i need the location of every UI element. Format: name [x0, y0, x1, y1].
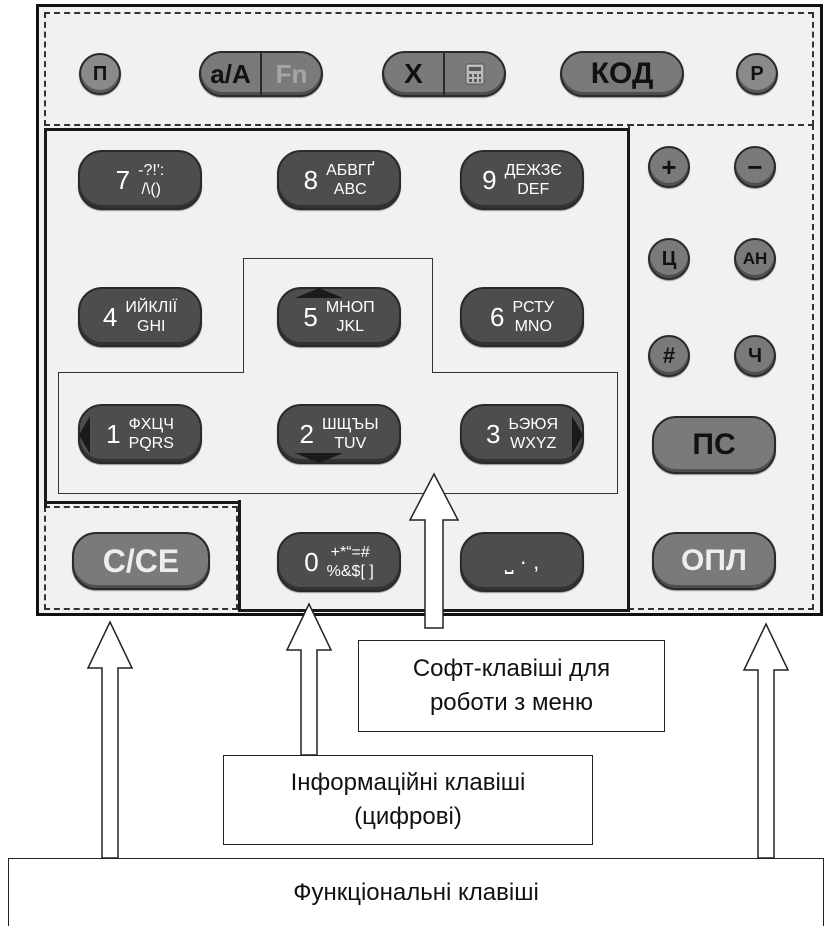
- arrow-soft-keys: [408, 472, 460, 629]
- case-key-label: а/А: [210, 58, 251, 89]
- ps-key[interactable]: ПС: [652, 416, 776, 474]
- minus-key[interactable]: −: [734, 146, 776, 188]
- key-4[interactable]: 4 ИЙКЛІЇ GHI: [78, 287, 202, 347]
- soft-keys-label-line1: Софт-клавіші для: [412, 655, 611, 682]
- key-9[interactable]: 9 ДЕЖЗЄ DEF: [460, 150, 584, 210]
- left-arrow-icon: [79, 416, 90, 454]
- fn-key-label: Fn: [275, 58, 308, 89]
- minus-key-label: −: [747, 151, 763, 182]
- key-2[interactable]: 2 ШЩЪЫ TUV: [277, 404, 401, 464]
- key-9-digit: 9: [482, 164, 497, 195]
- key-3-digit: 3: [485, 418, 501, 449]
- key-0-line2: %&$[ ]: [326, 563, 374, 580]
- key-0-line1: +*“=#: [330, 544, 370, 561]
- key-3-line2: WXYZ: [510, 435, 557, 452]
- an-key[interactable]: АН: [734, 238, 776, 280]
- key-1-digit: 1: [106, 418, 121, 449]
- soft-keys-region-mask: [244, 371, 432, 374]
- info-keys-label-line2: (цифрові): [354, 803, 462, 830]
- up-arrow-icon: [295, 288, 343, 298]
- p-key-label: П: [92, 62, 108, 85]
- hash-key[interactable]: #: [648, 335, 690, 377]
- cce-key-label: С/СЕ: [102, 542, 180, 579]
- x-key-label: Х: [404, 58, 423, 89]
- info-keys-label-line1: Інформаційні клавіші: [290, 769, 526, 796]
- kod-key-label: КОД: [590, 57, 654, 90]
- functional-keys-label-text: Функціональні клавіші: [293, 878, 539, 906]
- key-4-line1: ИЙКЛІЇ: [125, 299, 178, 316]
- key-1-line2: PQRS: [128, 435, 174, 452]
- key-5[interactable]: 5 МНОП JKL: [277, 287, 401, 347]
- key-7-line2: /\(): [141, 181, 161, 198]
- calculator-icon: [445, 63, 504, 85]
- ps-key-label: ПС: [692, 428, 736, 461]
- ts-key-label: Ц: [661, 247, 677, 270]
- kod-key[interactable]: КОД: [560, 51, 684, 97]
- hash-key-label: #: [662, 343, 676, 368]
- key-9-line1: ДЕЖЗЄ: [504, 162, 562, 179]
- key-2-line1: ШЩЪЫ: [321, 416, 379, 433]
- down-arrow-icon: [295, 453, 343, 463]
- key-2-digit: 2: [299, 418, 314, 449]
- key-0-digit: 0: [304, 546, 319, 577]
- arrow-right-function: [742, 622, 790, 859]
- cce-key[interactable]: С/СЕ: [72, 532, 210, 590]
- key-6[interactable]: 6 РСТУ MNO: [460, 287, 584, 347]
- key-8-digit: 8: [303, 164, 319, 195]
- opl-key[interactable]: ОПЛ: [652, 532, 776, 590]
- key-8[interactable]: 8 АБВГҐ ABC: [277, 150, 401, 210]
- opl-key-label: ОПЛ: [681, 544, 747, 577]
- key-7-line1: -?!':: [138, 162, 165, 179]
- x-calc-key[interactable]: Х: [382, 51, 506, 97]
- case-fn-divider: [260, 53, 262, 95]
- key-5-line2: JKL: [336, 318, 365, 335]
- key-1[interactable]: 1 ФХЦЧ PQRS: [78, 404, 202, 464]
- key-7-digit: 7: [115, 164, 131, 195]
- key-4-line2: GHI: [137, 318, 166, 335]
- soft-keys-label: Софт-клавіші для роботи з меню: [358, 640, 665, 732]
- p-key[interactable]: П: [79, 53, 121, 95]
- plus-key-label: +: [661, 151, 677, 182]
- space-key-label: ⎵ · ,: [504, 549, 540, 574]
- key-9-line2: DEF: [517, 181, 550, 198]
- key-5-line1: МНОП: [325, 299, 375, 316]
- an-key-label: АН: [742, 249, 768, 268]
- key-4-digit: 4: [102, 301, 118, 332]
- arrow-left-function: [86, 620, 134, 859]
- case-fn-key[interactable]: а/А Fn: [199, 51, 323, 97]
- key-7[interactable]: 7 -?!': /\(): [78, 150, 202, 210]
- key-5-digit: 5: [303, 301, 318, 332]
- info-keys-region: [44, 128, 630, 508]
- right-arrow-icon: [572, 416, 583, 454]
- r-key-label: Р: [750, 62, 764, 85]
- info-keys-region-step: [44, 501, 240, 504]
- key-0[interactable]: 0 +*“=# %&$[ ]: [277, 532, 401, 592]
- key-3[interactable]: 3 ЬЭЮЯ WXYZ: [460, 404, 584, 464]
- plus-key[interactable]: +: [648, 146, 690, 188]
- x-calc-divider: [443, 53, 445, 95]
- functional-keys-label: Функціональні клавіші: [8, 858, 824, 926]
- key-2-line2: TUV: [334, 435, 367, 452]
- ch-key-label: Ч: [747, 344, 763, 367]
- key-8-line2: ABC: [333, 181, 367, 198]
- key-3-line1: ЬЭЮЯ: [508, 416, 558, 433]
- soft-keys-region-upper: [243, 258, 433, 373]
- key-8-line1: АБВГҐ: [326, 162, 375, 179]
- key-1-line1: ФХЦЧ: [128, 416, 174, 433]
- bottom-left-function-region: [44, 506, 238, 610]
- r-key[interactable]: Р: [736, 53, 778, 95]
- arrow-info-keys: [285, 602, 333, 756]
- info-keys-label: Інформаційні клавіші (цифрові): [223, 755, 593, 845]
- soft-keys-label-line2: роботи з меню: [429, 689, 594, 716]
- key-6-line1: РСТУ: [512, 299, 554, 316]
- key-6-line2: MNO: [514, 318, 552, 335]
- ts-key[interactable]: Ц: [648, 238, 690, 280]
- top-function-region: [44, 12, 814, 126]
- ch-key[interactable]: Ч: [734, 335, 776, 377]
- space-key[interactable]: ⎵ · ,: [460, 532, 584, 592]
- key-6-digit: 6: [490, 301, 505, 332]
